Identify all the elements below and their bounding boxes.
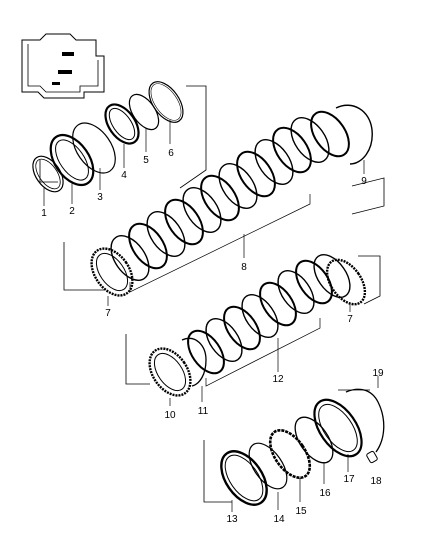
callout-17: 17 [343, 474, 355, 485]
callout-15: 15 [295, 506, 307, 517]
callout-3: 3 [97, 192, 103, 203]
ring-part-14 [248, 442, 288, 490]
ring-part-15 [268, 428, 312, 480]
callout-1: 1 [41, 208, 47, 219]
callout-11: 11 [198, 406, 209, 417]
snap-ring-part-6-inner [150, 83, 182, 121]
seal-part-3 [72, 122, 116, 174]
callout-6: 6 [168, 148, 174, 159]
group-brackets [39, 85, 385, 503]
pressure-plate-part-10-inner [153, 352, 187, 392]
pressure-plate-part-7-inner [95, 252, 129, 292]
pressure-plate-part-10 [148, 347, 192, 397]
section-4-parts [220, 388, 385, 506]
plate-part-13-inner [224, 454, 264, 502]
callout-8: 8 [241, 262, 247, 273]
callout-12: 12 [272, 374, 284, 385]
callout-19: 19 [372, 368, 384, 379]
section-2-clutch-pack [90, 104, 373, 297]
locator-marker [58, 70, 72, 74]
housing-part-17-inner [318, 403, 358, 453]
ring-part-16 [294, 416, 334, 464]
callout-10: 10 [164, 410, 176, 421]
section-3-clutch-pack [148, 254, 367, 397]
callout-18: 18 [370, 476, 382, 487]
pressure-plate-part-7 [90, 247, 134, 297]
callout-9: 9 [361, 176, 367, 187]
housing-part-17 [313, 398, 363, 458]
callout-16: 16 [319, 488, 331, 499]
callout-14: 14 [273, 514, 285, 525]
clutch-discs-part-12 [187, 254, 351, 375]
callout-13: 13 [226, 514, 238, 525]
clutch-discs-part-8 [110, 110, 350, 281]
callout-4: 4 [121, 170, 127, 181]
section-1-parts [32, 81, 184, 193]
piston-part-2-inner [55, 139, 89, 181]
callout-7-right: 7 [347, 314, 353, 325]
snap-ring-part-19 [345, 388, 385, 453]
callout-5: 5 [143, 155, 149, 166]
callout-2: 2 [69, 206, 75, 217]
plug-part-18 [366, 450, 378, 464]
leader-lines [43, 120, 379, 512]
callouts: 1 2 3 4 5 6 7 8 9 10 11 12 7 13 14 15 16… [41, 148, 384, 525]
callout-7-left: 7 [105, 308, 111, 319]
snap-ring-part-6 [148, 81, 184, 123]
snap-ring-part-11 [181, 337, 207, 387]
retainer-part-4-inner [108, 107, 136, 141]
snap-ring-part-1 [32, 155, 64, 193]
snap-ring-part-9 [335, 104, 373, 165]
locator-marker [62, 52, 74, 56]
piston-part-2 [49, 133, 95, 187]
retainer-part-4 [104, 103, 140, 145]
locator-marker [52, 82, 60, 85]
plate-part-13 [220, 450, 268, 506]
pressure-plate-part-7-upper [325, 258, 367, 306]
locator-thumbnail [21, 33, 105, 99]
snap-ring-part-1-inner [35, 158, 61, 190]
